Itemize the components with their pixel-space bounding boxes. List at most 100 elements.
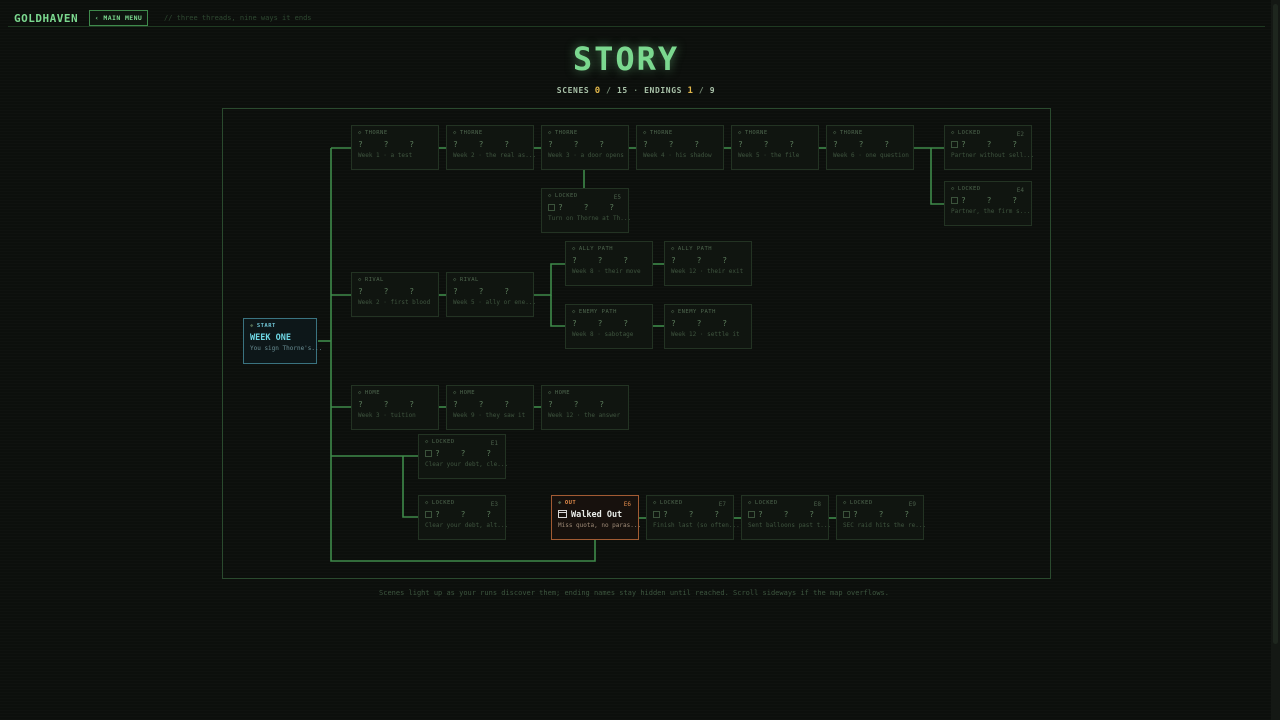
- node-hidden-title: ? ? ?: [558, 203, 623, 212]
- diamond-icon: ◇: [653, 500, 657, 506]
- diamond-icon: ◇: [843, 500, 847, 506]
- node-rival-week-2[interactable]: ◇RIVAL ? ? ? Week 2 · first blood: [351, 272, 439, 317]
- node-ally-week-8[interactable]: ◇ALLY PATH ? ? ? Week 8 · their move: [565, 241, 653, 286]
- lock-icon: [951, 197, 958, 204]
- node-tag: OUT: [564, 500, 577, 506]
- diamond-icon: ◇: [453, 130, 457, 136]
- node-tag: START: [256, 323, 276, 329]
- node-tag: HOME: [364, 390, 381, 396]
- node-tag: RIVAL: [459, 277, 479, 283]
- node-subtitle: Week 8 · their move: [572, 268, 641, 275]
- lock-icon: [748, 511, 755, 518]
- node-ending-e5[interactable]: ◇LOCKED E5 ? ? ? Turn on Thorne at Th...: [541, 188, 631, 233]
- node-start-week-one[interactable]: ◆START WEEK ONE You sign Thorne's...: [243, 318, 322, 364]
- node-thorne-week-4[interactable]: ◇THORNE ? ? ? Week 4 · his shadow: [636, 125, 724, 170]
- vertical-scrollbar[interactable]: [1271, 0, 1280, 720]
- node-enemy-week-12[interactable]: ◇ENEMY PATH ? ? ? Week 12 · settle it: [664, 304, 752, 349]
- node-tag: ALLY PATH: [578, 246, 614, 252]
- node-ally-week-12[interactable]: ◇ALLY PATH ? ? ? Week 12 · their exit: [664, 241, 752, 286]
- node-subtitle: Week 3 · tuition: [358, 412, 416, 419]
- diamond-icon: ◇: [951, 130, 955, 136]
- node-ending-e8[interactable]: ◇LOCKED E8 ? ? ? Sent balloons past t...: [741, 495, 832, 540]
- node-enemy-week-8[interactable]: ◇ENEMY PATH ? ? ? Week 8 · sabotage: [565, 304, 653, 349]
- node-hidden-title: ? ? ?: [435, 449, 500, 458]
- node-subtitle: Week 12 · settle it: [671, 331, 740, 338]
- node-title: Walked Out: [571, 510, 623, 520]
- node-subtitle: Miss quota, no paras...: [558, 522, 642, 529]
- ending-number: E2: [1016, 131, 1024, 138]
- diamond-icon: ◇: [548, 130, 552, 136]
- node-subtitle: Week 2 · the real as...: [453, 152, 537, 159]
- lock-icon: [653, 511, 660, 518]
- progress-stats: SCENES 0 / 15 · ENDINGS 1 / 9: [556, 86, 716, 96]
- node-thorne-week-6[interactable]: ◇THORNE ? ? ? Week 6 · one question: [826, 125, 914, 170]
- brand-logo[interactable]: GOLDHAVEN: [14, 12, 79, 25]
- node-tag: RIVAL: [364, 277, 384, 283]
- node-hidden-title: ? ? ?: [833, 140, 898, 149]
- node-thorne-week-5[interactable]: ◇THORNE ? ? ? Week 5 · the file: [731, 125, 819, 170]
- lock-icon: [548, 204, 555, 211]
- main-menu-button[interactable]: ‹ MAIN MENU: [89, 10, 148, 26]
- node-hidden-title: ? ? ?: [358, 400, 423, 409]
- node-ending-e7[interactable]: ◇LOCKED E7 ? ? ? Finish last (so often..…: [646, 495, 740, 540]
- node-home-week-12[interactable]: ◇HOME ? ? ? Week 12 · the answer: [541, 385, 629, 430]
- node-thorne-week-1[interactable]: ◇THORNE ? ? ? Week 1 · a test: [351, 125, 439, 170]
- ending-number: E6: [623, 501, 631, 508]
- node-subtitle: Sent balloons past t...: [748, 522, 832, 529]
- node-ending-e1[interactable]: ◇LOCKED E1 ? ? ? Clear your debt, cle...: [418, 434, 508, 479]
- diamond-icon: ◇: [671, 309, 675, 315]
- node-thorne-week-3[interactable]: ◇THORNE ? ? ? Week 3 · a door opens: [541, 125, 629, 170]
- node-hidden-title: ? ? ?: [548, 400, 613, 409]
- node-tag: THORNE: [459, 130, 483, 136]
- node-ending-e2[interactable]: ◇LOCKED E2 ? ? ? Partner without sell...: [944, 125, 1034, 170]
- node-hidden-title: ? ? ?: [643, 140, 708, 149]
- node-hidden-title: ? ? ?: [572, 319, 637, 328]
- node-ending-e9[interactable]: ◇LOCKED E9 ? ? ? SEC raid hits the re...: [836, 495, 926, 540]
- node-tag: THORNE: [744, 130, 768, 136]
- node-subtitle: Clear your debt, alt...: [425, 522, 509, 529]
- node-subtitle: Week 1 · a test: [358, 152, 413, 159]
- node-subtitle: Week 5 · ally or ene...: [453, 299, 537, 306]
- node-tag: ALLY PATH: [677, 246, 713, 252]
- node-home-week-3[interactable]: ◇HOME ? ? ? Week 3 · tuition: [351, 385, 439, 430]
- node-tag: THORNE: [649, 130, 673, 136]
- node-home-week-9[interactable]: ◇HOME ? ? ? Week 9 · they saw it: [446, 385, 534, 430]
- diamond-icon: ◆: [250, 323, 254, 329]
- node-tag: ENEMY PATH: [578, 309, 617, 315]
- scrollbar-thumb[interactable]: [1273, 4, 1278, 644]
- node-hidden-title: ? ? ?: [358, 140, 423, 149]
- diamond-icon: ◇: [425, 439, 429, 445]
- top-bar: GOLDHAVEN ‹ MAIN MENU // three threads, …: [8, 8, 1265, 27]
- node-tag: LOCKED: [957, 130, 981, 136]
- node-hidden-title: ? ? ?: [435, 510, 500, 519]
- tagline: // three threads, nine ways it ends: [164, 14, 312, 22]
- lock-icon: [843, 511, 850, 518]
- node-ending-e6-walked-out[interactable]: ◆OUT E6 Walked Out Miss quota, no paras.…: [551, 495, 642, 540]
- endings-found: 1: [687, 86, 694, 96]
- diamond-icon: ◇: [643, 130, 647, 136]
- ending-number: E5: [613, 194, 621, 201]
- diamond-icon: ◆: [558, 500, 562, 506]
- node-ending-e3[interactable]: ◇LOCKED E3 ? ? ? Clear your debt, alt...: [418, 495, 509, 540]
- node-subtitle: Partner, the firm s...: [951, 208, 1031, 215]
- node-hidden-title: ? ? ?: [572, 256, 637, 265]
- lock-icon: [425, 511, 432, 518]
- endings-total: 9: [709, 86, 716, 95]
- diamond-icon: ◇: [548, 193, 552, 199]
- node-hidden-title: ? ? ?: [671, 319, 736, 328]
- ending-number: E3: [490, 501, 498, 508]
- diamond-icon: ◇: [572, 246, 576, 252]
- node-title: WEEK ONE: [250, 333, 291, 343]
- node-hidden-title: ? ? ?: [548, 140, 613, 149]
- node-rival-week-5[interactable]: ◇RIVAL ? ? ? Week 5 · ally or ene...: [446, 272, 537, 317]
- node-tag: THORNE: [554, 130, 578, 136]
- node-subtitle: Week 6 · one question: [833, 152, 909, 159]
- node-ending-e4[interactable]: ◇LOCKED E4 ? ? ? Partner, the firm s...: [944, 181, 1032, 226]
- lock-icon: [425, 450, 432, 457]
- story-map[interactable]: ◆START WEEK ONE You sign Thorne's... ◇TH…: [222, 108, 1051, 579]
- ending-number: E9: [908, 501, 916, 508]
- diamond-icon: ◇: [548, 390, 552, 396]
- node-tag: LOCKED: [554, 193, 578, 199]
- scenes-total: 15: [617, 86, 628, 95]
- node-thorne-week-2[interactable]: ◇THORNE ? ? ? Week 2 · the real as...: [446, 125, 537, 170]
